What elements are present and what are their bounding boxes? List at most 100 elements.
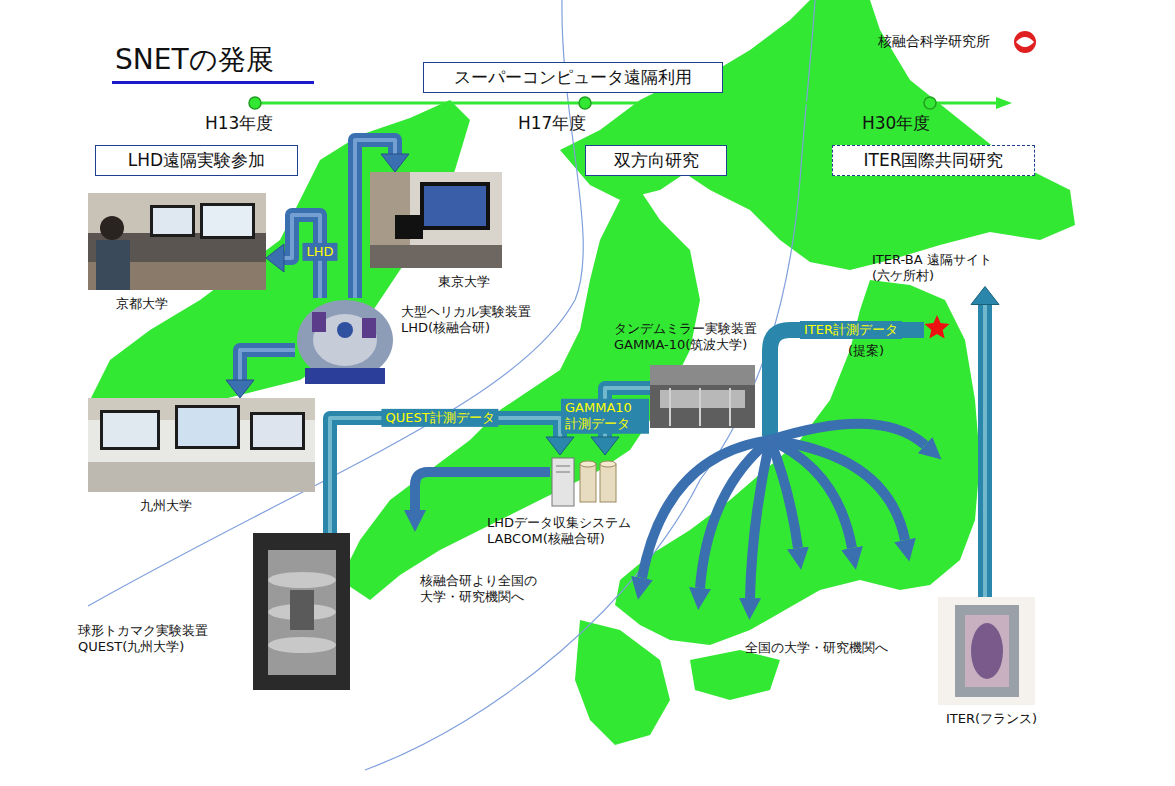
- arrow-head: [266, 244, 284, 272]
- kyushu-photo: [103, 413, 157, 447]
- label-holder: 全国の大学・研究機関へ: [745, 640, 888, 656]
- rokkasho-star: [925, 315, 950, 339]
- edge-label: QUEST計測データ: [381, 409, 498, 427]
- photo-node: ITER(フランス): [938, 597, 1035, 705]
- data-flow-arrow: [355, 140, 409, 298]
- photo-caption: ITER(フランス): [946, 711, 1037, 727]
- labcom-server: [580, 461, 596, 467]
- kyushu-photo: [88, 398, 315, 492]
- photo-node: 東京大学: [370, 172, 502, 268]
- label-holder: H17年度: [518, 113, 586, 134]
- label-box: LHD遠隔実験参加: [95, 145, 298, 176]
- label-box: ITER国際共同研究: [832, 145, 1035, 176]
- lhd-device: [337, 322, 353, 338]
- kyoto-photo: [88, 193, 266, 290]
- arrow-head: [381, 154, 409, 172]
- tokyo-photo: [420, 182, 490, 230]
- labcom-server: [580, 464, 596, 502]
- node-text: 双方向研究: [614, 150, 699, 171]
- label-holder: H30年度: [862, 113, 930, 134]
- institute-logo: [1016, 37, 1034, 47]
- kyushu-photo: [178, 408, 237, 446]
- photo-node: LHDデータ収集システム LABCOM(核融合研): [550, 455, 622, 510]
- nationwide-fan-arrows: [770, 440, 905, 540]
- lhd-device: [362, 318, 376, 338]
- iter-device: [971, 623, 1003, 679]
- map-label: H13年度: [205, 113, 273, 134]
- japan-land: [650, 0, 1075, 270]
- arrow-head: [546, 437, 574, 455]
- edge-label-holder: QUEST計測データ: [381, 409, 498, 427]
- map-label: (提案): [848, 343, 884, 359]
- photo-node: 九州大学: [88, 398, 315, 492]
- photo-caption: 球形トカマク実験装置 QUEST(九州大学): [78, 623, 246, 656]
- map-label: 核融合研より全国の 大学・研究機関へ: [420, 573, 560, 606]
- arrow-label: ITER計測データ: [800, 321, 902, 339]
- photo-caption: LHDデータ収集システム LABCOM(核融合研): [487, 515, 667, 548]
- arrow-shaft: [240, 350, 295, 380]
- iter-device: [965, 615, 1009, 687]
- era-divider: [88, 0, 815, 770]
- institute-logo: [1014, 31, 1036, 53]
- quest-photo: [268, 572, 336, 588]
- title-underline: [112, 81, 314, 84]
- map-label: 全国の大学・研究機関へ: [745, 640, 888, 656]
- kyushu-photo: [250, 412, 305, 450]
- arrow-head: [971, 287, 999, 305]
- site-node: ITER-BA 遠隔サイト (六ケ所村): [868, 250, 1018, 287]
- arrow-highlight: [983, 305, 987, 598]
- gamma10-photo: [669, 388, 671, 426]
- label-holder: (提案): [848, 343, 884, 359]
- photo-caption: 大型ヘリカル実験装置 LHD(核融合研): [401, 304, 566, 337]
- rokkasho-star: [925, 315, 950, 339]
- gamma10-photo: [660, 390, 745, 408]
- quest-photo: [268, 637, 336, 653]
- tokyo-photo: [424, 186, 486, 226]
- photo-caption: 九州大学: [140, 498, 192, 514]
- timeline: [249, 97, 1012, 109]
- timeline: [924, 97, 936, 109]
- map-label: H17年度: [518, 113, 586, 134]
- edge-label-holder: LHD: [302, 243, 337, 261]
- kyoto-photo: [150, 205, 195, 237]
- node-text: LHD遠隔実験参加: [128, 150, 265, 171]
- photo-caption: タンデムミラー実験装置 GAMMA-10(筑波大学): [614, 321, 794, 354]
- labcom-nationwide-arrow: [415, 472, 550, 510]
- kyushu-photo: [88, 462, 315, 492]
- data-flow-arrow: [226, 350, 295, 398]
- labcom-server: [600, 461, 616, 467]
- node-text: ITER国際共同研究: [864, 150, 1004, 171]
- tokyo-photo: [370, 245, 502, 268]
- timeline: [255, 102, 996, 105]
- photo-node: タンデムミラー実験装置 GAMMA-10(筑波大学): [650, 365, 755, 428]
- lhd-device: [297, 300, 393, 384]
- arrow-head: [591, 437, 619, 455]
- labcom-server: [556, 472, 570, 473]
- label-box: スーパーコンピュータ遠隔利用: [423, 62, 723, 93]
- labcom-server: [600, 464, 616, 502]
- iter-device: [938, 597, 1035, 705]
- label-holder: H13年度: [205, 113, 273, 134]
- quest-photo: [253, 533, 350, 690]
- node-text: スーパーコンピュータ遠隔利用: [454, 67, 692, 88]
- title-holder: SNETの発展: [115, 42, 274, 77]
- japan-land: [90, 0, 1075, 745]
- gamma10-photo: [699, 388, 701, 426]
- kyoto-photo: [153, 208, 192, 234]
- nationwide-fan-arrows: [750, 440, 770, 598]
- label-holder: ITER計測データ: [800, 321, 902, 339]
- arrow-head: [226, 380, 254, 398]
- japan-land: [340, 190, 700, 600]
- label-box: 双方向研究: [585, 145, 727, 176]
- kyushu-photo: [175, 405, 240, 449]
- iter-device: [938, 597, 1035, 705]
- photo-node: 京都大学: [88, 193, 266, 290]
- timeline: [249, 97, 261, 109]
- arrow-shaft: [978, 305, 992, 598]
- gamma10-photo: [650, 365, 755, 385]
- edge-label: GAMMA10 計測データ: [561, 399, 649, 434]
- photo-node: 大型ヘリカル実験装置 LHD(核融合研): [295, 298, 395, 386]
- data-flow-arrow: [971, 287, 999, 598]
